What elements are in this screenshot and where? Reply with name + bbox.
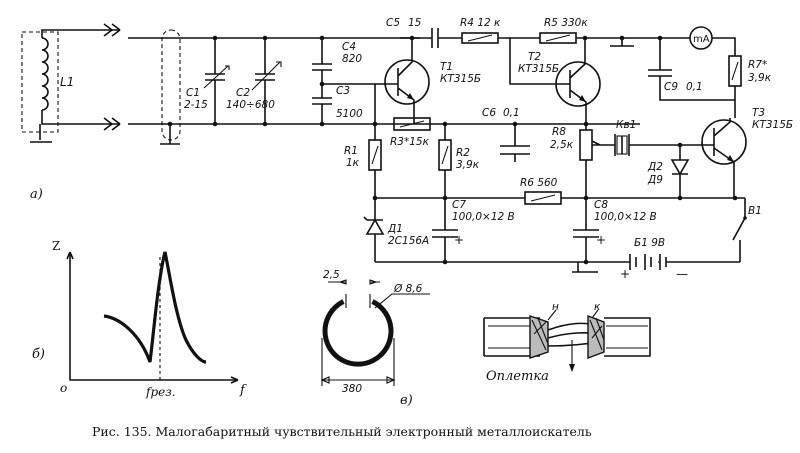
braid-label-n: н [552, 301, 559, 313]
label-d1: Д1 [387, 223, 403, 235]
braid-label-k: к [594, 301, 601, 313]
label-l1: L1 [60, 75, 74, 89]
panel-label-a: а) [30, 187, 43, 202]
label-r4: R4 12 к [460, 17, 501, 29]
label-d2: Д2 [647, 161, 663, 173]
panel-label-b: б) [32, 347, 45, 362]
label-c8-plus: + [596, 233, 606, 247]
label-t1-value: КТ315Б [440, 73, 481, 85]
coil-screen [21, 31, 59, 133]
braid-detail: н к Оплетка [483, 301, 651, 384]
label-c7-plus: + [454, 233, 464, 247]
label-c2: C2 [236, 87, 250, 99]
label-battery-plus: + [620, 267, 630, 281]
coil-ring [322, 299, 394, 367]
label-c9-value: 0,1 [686, 81, 703, 93]
coil-l1 [41, 37, 49, 111]
response-curve [103, 251, 207, 364]
crystal-kv1 [614, 134, 680, 156]
axis-f-label: f [239, 383, 247, 398]
label-t2: T2 [528, 51, 541, 63]
axis-z-label: Z [52, 239, 60, 253]
transistor-t3 [701, 119, 747, 165]
label-r7: R7* [748, 59, 767, 71]
zener-d1 [363, 216, 385, 235]
potentiometer-r8 [579, 129, 593, 161]
label-r6: R6 560 [520, 177, 558, 189]
graph-axes [69, 252, 238, 381]
ground-bottom [572, 262, 598, 273]
label-r8: R8 [552, 126, 566, 138]
label-battery: Б1 9В [634, 237, 665, 249]
label-c4: C4 [342, 41, 356, 53]
shielded-cable [161, 29, 181, 141]
label-c6-value: 0,1 [503, 107, 520, 119]
label-c3-value: 5100 [336, 108, 363, 120]
capacitor-c6 [500, 124, 530, 162]
label-b1: В1 [748, 205, 762, 217]
label-c3: C3 [336, 85, 350, 97]
label-ma: mA [693, 34, 710, 45]
response-graph: Z о f fрез. б) [32, 239, 247, 399]
capacitor-c9 [648, 38, 735, 101]
label-c7: С7 [452, 199, 466, 211]
label-c7-value: 100,0×12 В [452, 211, 515, 223]
label-c9: С9 [664, 81, 678, 93]
capacitor-c8 [573, 198, 599, 262]
label-c4-value: 820 [342, 53, 362, 65]
capacitor-c1 [205, 38, 225, 124]
panel-label-v: в) [400, 393, 413, 408]
label-kv1: Кв1 [616, 119, 636, 131]
connector-top [103, 23, 121, 37]
ring-width-label: 380 [342, 383, 362, 395]
label-d2-value: Д9 [647, 174, 663, 186]
transistor-t1 [384, 59, 430, 105]
capacitor-c7 [432, 198, 458, 262]
capacitor-c5 [400, 28, 462, 48]
coil-ring-drawing: 2,5 Ø 8,6 380 в) [320, 269, 430, 408]
battery-b1 [629, 254, 652, 270]
switch-b1 [732, 198, 746, 262]
junction-dots [167, 35, 738, 265]
label-c8: С8 [594, 199, 608, 211]
diode-d2 [670, 159, 690, 176]
label-r7-value: 3,9к [748, 72, 772, 84]
label-r2-value: 3,9к [456, 159, 480, 171]
label-t2-value: КТ315Б [518, 63, 559, 75]
label-c1: C1 [186, 87, 200, 99]
label-r1: R1 [344, 145, 358, 157]
capacitor-c4-c3 [312, 38, 332, 124]
label-c6: С6 [482, 107, 496, 119]
capacitor-c2 [255, 38, 275, 124]
ring-diameter-label: Ø 8,6 [393, 283, 423, 295]
label-t3: T3 [752, 107, 765, 119]
axis-origin-label: о [60, 381, 67, 395]
label-r8-value: 2,5к [550, 139, 574, 151]
label-r1-value: 1к [346, 157, 360, 169]
figure-caption: Рис. 135. Малогабаритный чувствительный … [92, 424, 592, 439]
label-t3-value: КТ315Б [752, 119, 793, 131]
braid-label: Оплетка [486, 369, 549, 384]
label-c2-value: 140÷680 [226, 99, 275, 111]
label-c8-value: 100,0×12 В [594, 211, 657, 223]
cable-right [604, 317, 651, 357]
label-r5: R5 330к [544, 17, 588, 29]
connector-bottom [103, 117, 121, 131]
resistor-r3 [393, 117, 431, 131]
resonance-label: fрез. [145, 385, 176, 399]
label-r2: R2 [456, 147, 470, 159]
label-t1: T1 [440, 61, 453, 73]
label-c5: C5 [386, 17, 400, 29]
ring-gap-label: 2,5 [323, 269, 340, 281]
braid-right [587, 314, 605, 360]
label-c5-value: 15 [408, 17, 422, 29]
label-battery-minus: — [676, 267, 688, 281]
label-c1-value: 2-15 [184, 99, 208, 111]
label-d1-value: 2С156А [388, 235, 429, 247]
circuit-diagram: L1 C1 2-15 C2 140÷680 C4 820 C3 5100 C5 … [21, 17, 793, 281]
label-r3: R3*15к [390, 136, 430, 148]
